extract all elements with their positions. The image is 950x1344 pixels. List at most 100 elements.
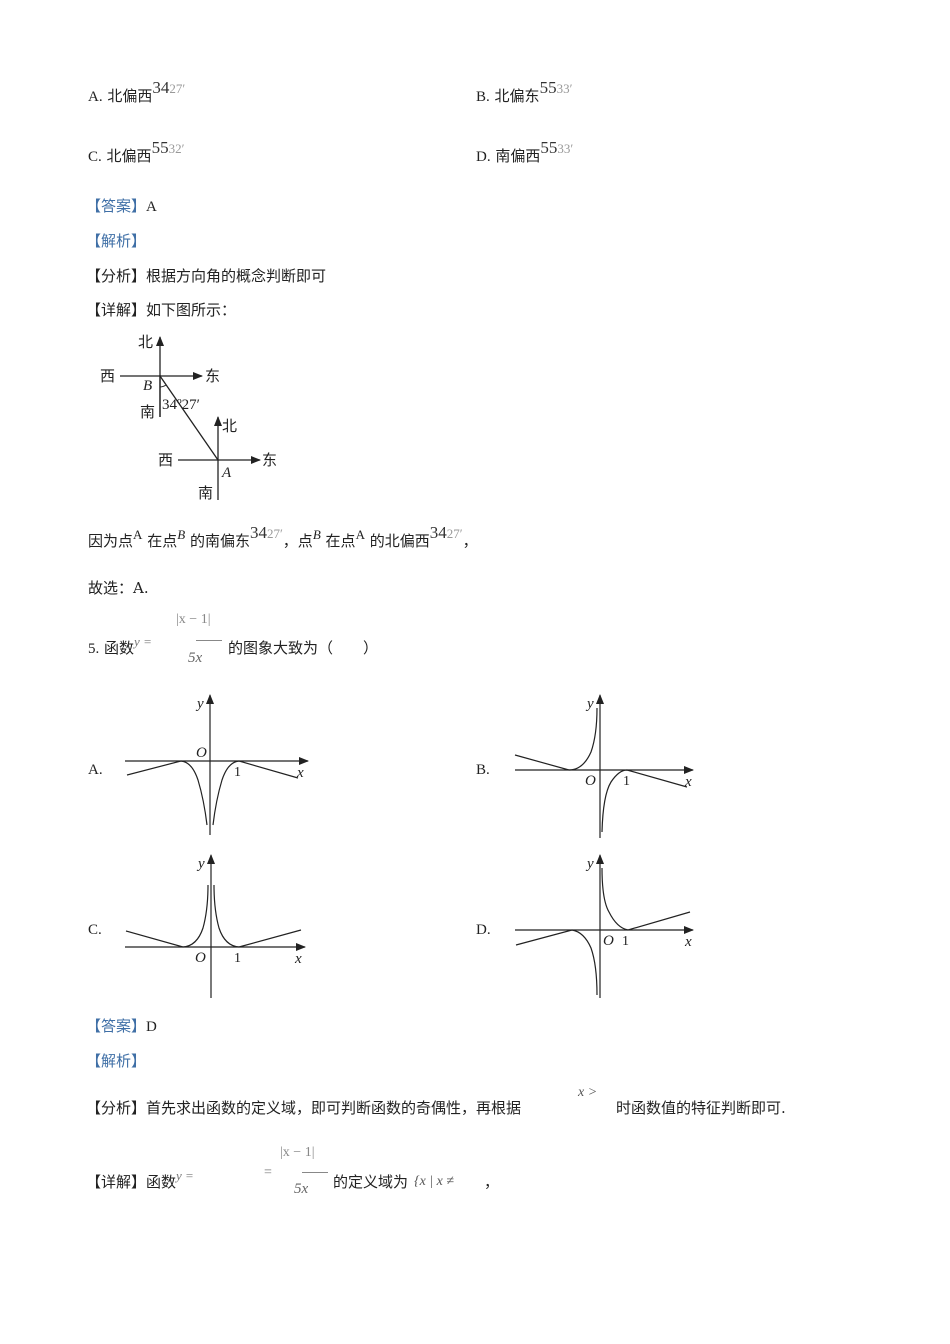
option-text: 北偏东 <box>494 87 540 105</box>
fenxi-label: 【分析】 <box>86 1099 147 1117</box>
fenxi-text: 根据方向角的概念判断即可 <box>146 267 327 285</box>
reason-line: 因为点A 在点B 的南偏东3427′，点B 在点A 的北偏西3427′， <box>88 523 478 552</box>
north-label-b: 北 <box>138 334 153 351</box>
tick-one-label: 1 <box>623 774 630 789</box>
angle-rest: 27′ <box>446 526 463 541</box>
answer-value: A <box>146 199 157 215</box>
formula-lhs: y = <box>176 1168 194 1183</box>
point-a-label: A <box>221 465 232 481</box>
fraction-bar <box>196 640 222 641</box>
answer-line-q5: 【答案】D <box>86 1016 157 1037</box>
point-a: A <box>133 527 143 542</box>
x-axis-label: x <box>294 951 302 967</box>
tick-one-label: 1 <box>622 934 629 949</box>
graph-d: y x O 1 <box>515 854 694 998</box>
origin-label: O <box>196 745 207 761</box>
option-text: 北偏西 <box>106 147 152 165</box>
formula-numerator: |x − 1| <box>280 1145 315 1160</box>
reason-text: 在点 <box>325 532 356 550</box>
graph-a: y x O 1 <box>125 694 309 835</box>
formula-eq: = <box>264 1165 272 1180</box>
option-angle-deg: 55 <box>539 78 557 97</box>
fraction-bar <box>302 1172 328 1173</box>
fenxi-label: 【分析】 <box>86 267 147 285</box>
xiangjie-tail: ， <box>484 1173 500 1191</box>
angle-rest: 27′ <box>266 526 283 541</box>
angle-deg: 34 <box>249 523 267 542</box>
point-b-label: B <box>143 378 152 394</box>
reason-text: 的北偏西 <box>369 532 430 550</box>
conclusion-line: 故选：A. <box>88 579 149 597</box>
graph-c-letter: C. <box>88 922 102 938</box>
option-angle-rest: 32′ <box>168 141 185 156</box>
xiangjie-line: 【详解】如下图所示： <box>86 300 236 320</box>
option-text: 北偏西 <box>107 87 153 105</box>
answer-label: 【答案】 <box>86 197 147 215</box>
reason-text: ，点 <box>282 532 313 550</box>
xiangjie-text: 的定义域为 <box>333 1173 409 1191</box>
option-letter: C. <box>88 149 102 165</box>
fenxi-line: 【分析】根据方向角的概念判断即可 <box>86 266 326 286</box>
x-axis-label: x <box>684 774 692 790</box>
option-letter: D. <box>476 149 491 165</box>
q5-suffix: 的图象大致为（ ） <box>228 639 379 657</box>
formula-denominator: 5x <box>188 650 203 666</box>
reason-text: ， <box>462 532 478 550</box>
x-axis-label: x <box>296 765 304 781</box>
north-label-a: 北 <box>222 418 237 435</box>
answer-line: 【答案】A <box>86 196 157 217</box>
fenxi-text2: 时函数值的特征判断即可. <box>616 1099 786 1117</box>
point-a: A <box>355 527 365 542</box>
option-angle-deg: 55 <box>151 138 169 157</box>
reason-text: 的南偏东 <box>189 532 250 550</box>
option-c: C. 北偏西5532′ <box>88 138 184 167</box>
option-b: B. 北偏东5533′ <box>476 78 572 107</box>
east-label-b: 东 <box>205 368 220 385</box>
analysis-label: 【解析】 <box>86 232 147 250</box>
analysis-label-q5: 【解析】 <box>86 1052 147 1070</box>
xiangjie-label: 【详解】 <box>86 1173 147 1191</box>
domain-set: {x | x ≠ <box>414 1174 455 1189</box>
formula-lhs: y = <box>134 634 152 649</box>
q5-stem: 5. 函数y = <box>88 634 152 659</box>
angle-deg: 34 <box>429 523 447 542</box>
option-angle-rest: 27′ <box>169 81 186 96</box>
y-axis-label: y <box>196 856 205 872</box>
graph-b-letter: B. <box>476 762 490 778</box>
xiangjie-line-q5: 【详解】函数y = <box>86 1168 194 1193</box>
option-d: D. 南偏西5533′ <box>476 138 573 167</box>
option-letter: B. <box>476 89 490 105</box>
tick-one-label: 1 <box>234 951 241 966</box>
east-label-a: 东 <box>262 452 277 469</box>
option-angle-deg: 34 <box>152 78 170 97</box>
reason-text: 因为点 <box>88 532 134 550</box>
question-number: 5. <box>88 641 100 657</box>
west-label-b: 西 <box>100 369 115 385</box>
option-letter: A. <box>88 89 103 105</box>
reason-text: 在点 <box>147 532 178 550</box>
question-prefix: 函数 <box>104 639 135 657</box>
answer-label: 【答案】 <box>86 1017 147 1035</box>
xiangjie-text: 如下图所示： <box>146 301 237 319</box>
x-axis-label: x <box>684 934 692 950</box>
west-label-a: 西 <box>158 453 173 469</box>
option-text: 南偏西 <box>495 147 541 165</box>
point-b: B <box>177 527 186 542</box>
y-axis-label: y <box>195 696 204 712</box>
xiangjie-prefix: 函数 <box>146 1173 177 1191</box>
option-angle-rest: 33′ <box>556 81 573 96</box>
angle-label: 34º27′ <box>162 397 200 413</box>
point-b: B <box>312 527 321 542</box>
y-axis-label: y <box>585 856 594 872</box>
compass-diagram: 北 西 东 B 南 34º27′ 北 西 东 A 南 <box>100 334 277 502</box>
tick-one-label: 1 <box>234 765 241 780</box>
origin-label: O <box>195 950 206 966</box>
graph-d-letter: D. <box>476 922 491 938</box>
graph-a-letter: A. <box>88 762 103 778</box>
south-label-a: 南 <box>198 485 213 502</box>
fenxi-line-q5: 【分析】首先求出函数的定义域，即可判断函数的奇偶性，再根据 <box>86 1098 521 1118</box>
option-a: A. 北偏西3427′ <box>88 78 185 107</box>
answer-value: D <box>146 1019 157 1035</box>
formula-numerator: |x − 1| <box>176 612 211 627</box>
option-angle-rest: 33′ <box>557 141 574 156</box>
